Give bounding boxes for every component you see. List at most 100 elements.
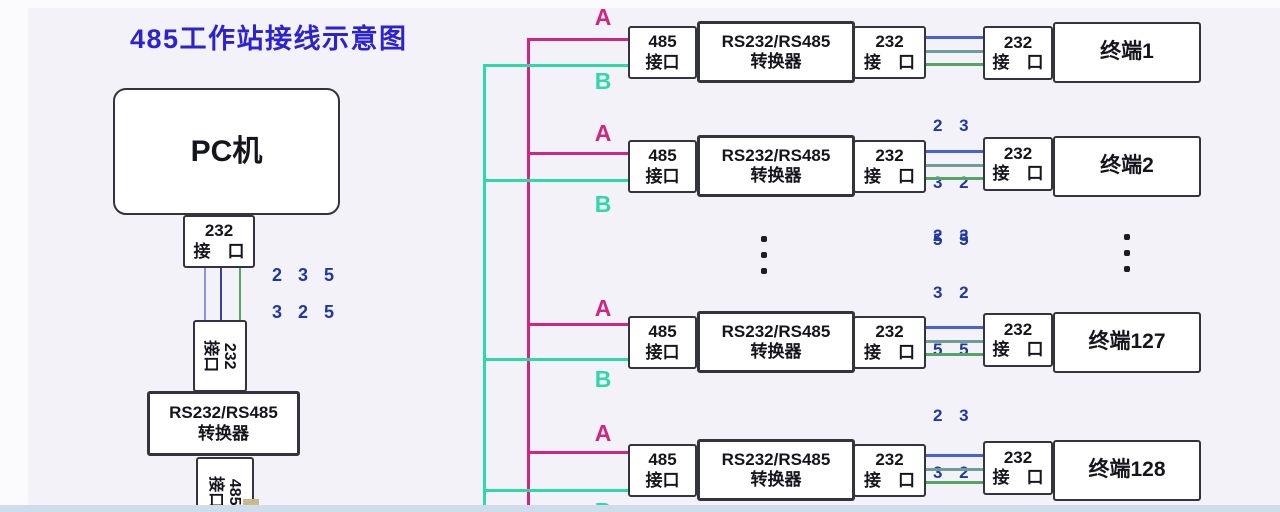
- line-a-label: A: [594, 4, 612, 30]
- line-a-label: A: [594, 120, 612, 146]
- terminal-label: 终端2: [1100, 154, 1154, 178]
- ellipsis-dot: [761, 252, 767, 258]
- ellipsis-dot: [761, 268, 767, 274]
- wire-pin2-horizontal: [926, 454, 983, 457]
- converter-232-port-line1: 232: [221, 342, 239, 370]
- interface-232-left-line2: 接 口: [864, 52, 915, 72]
- interface-485-box: 485 接口: [628, 444, 697, 497]
- interface-485-box: 485 接口: [628, 26, 697, 79]
- pc-side-converter-line2: 转换器: [198, 423, 249, 443]
- interface-232-left-box: 232 接 口: [853, 444, 926, 497]
- pin-map-line2: 3 2: [933, 463, 969, 482]
- terminal-box: 终端128: [1053, 440, 1201, 501]
- wire-pin3-horizontal: [926, 50, 983, 53]
- pc-box: PC机: [113, 88, 340, 215]
- wire-pin3-vertical: [220, 268, 222, 320]
- pc-232-port-line1: 232: [204, 221, 234, 241]
- bus-a-vertical-line: [527, 38, 530, 512]
- frame-edge-left: [0, 0, 28, 512]
- line-a-label: A: [594, 420, 612, 446]
- interface-232-left-line1: 232: [875, 322, 904, 342]
- pin-map-line2: 3 2: [933, 283, 969, 302]
- wire-pin5-horizontal: [926, 177, 983, 180]
- bus-b-branch-line: [483, 64, 628, 67]
- pin-map-line3: 5 5: [933, 230, 969, 249]
- interface-232-left-box: 232 接 口: [853, 140, 926, 193]
- bus-a-branch-line: [527, 323, 628, 326]
- wire-pin5-vertical: [239, 268, 241, 320]
- bus-a-branch-line: [527, 152, 628, 155]
- converter-line1: RS232/RS485: [721, 321, 831, 341]
- interface-485-line2: 接口: [645, 52, 680, 72]
- line-b-label: B: [594, 366, 612, 392]
- wire-pin5-horizontal: [926, 353, 983, 356]
- interface-232-left-line1: 232: [875, 450, 904, 470]
- pin-mapping-labels: 2 3 3 2 5 5: [933, 368, 1033, 512]
- terminal-label: 终端127: [1088, 330, 1166, 354]
- interface-232-left-line1: 232: [875, 32, 904, 52]
- vertical-ellipsis-middle: [761, 236, 768, 276]
- terminal-box: 终端127: [1053, 312, 1201, 373]
- interface-485-box: 485 接口: [628, 316, 697, 369]
- wire-pin2-horizontal: [926, 150, 983, 153]
- wire-pin5-horizontal: [926, 481, 983, 484]
- pin-mapping-labels: 2 3 3 2 5 5: [933, 78, 1033, 287]
- wire-pin3-horizontal: [926, 164, 983, 167]
- interface-232-right-box: 232 接 口: [983, 441, 1053, 495]
- interface-485-line1: 485: [648, 146, 677, 166]
- ellipsis-dot: [1124, 234, 1130, 240]
- terminal-box: 终端2: [1053, 136, 1201, 197]
- converter-box: RS232/RS485 转换器: [697, 135, 855, 197]
- ellipsis-dot: [1124, 266, 1130, 272]
- converter-232-port-line2: 接口: [201, 339, 219, 373]
- pc-232-port-line2: 接 口: [193, 241, 245, 261]
- converter-232-port-box-rotated: 232 接口: [193, 320, 247, 392]
- converter-box: RS232/RS485 转换器: [697, 311, 855, 373]
- bus-a-branch-line: [527, 38, 628, 41]
- pc-label: PC机: [190, 134, 263, 168]
- interface-485-line2: 接口: [645, 470, 680, 490]
- converter-485-port-rotated-text: 485 接口: [206, 476, 244, 508]
- frame-edge-top: [0, 0, 1280, 8]
- interface-232-right-line2: 接 口: [992, 53, 1044, 72]
- interface-232-right-line1: 232: [1003, 319, 1033, 339]
- interface-232-right-box: 232 接 口: [983, 137, 1053, 191]
- converter-line1: RS232/RS485: [721, 31, 831, 51]
- wire-pin2-vertical: [204, 268, 206, 320]
- wire-pin2-horizontal: [926, 326, 983, 329]
- bus-b-branch-line: [483, 489, 628, 492]
- converter-485-port-box-rotated: 485 接口: [196, 457, 254, 512]
- interface-232-left-line2: 接 口: [864, 166, 915, 186]
- pc-232-port-box: 232 接 口: [183, 215, 255, 268]
- vertical-ellipsis-right: [1124, 234, 1131, 274]
- pin-map-line3: 5 5: [933, 340, 969, 359]
- pc-pin-map-bottom: 3 2 5: [272, 302, 335, 322]
- bus-b-branch-line: [483, 179, 628, 182]
- interface-232-right-box: 232 接 口: [983, 26, 1053, 80]
- wire-pin3-horizontal: [926, 468, 983, 471]
- converter-485-port-line2: 接口: [206, 475, 224, 509]
- interface-232-left-line1: 232: [875, 146, 904, 166]
- interface-485-line2: 接口: [645, 166, 680, 186]
- converter-line1: RS232/RS485: [721, 145, 831, 165]
- pc-pin-map-top: 2 3 5: [272, 265, 335, 285]
- interface-232-left-line2: 接 口: [864, 342, 915, 362]
- interface-232-right-line2: 接 口: [992, 340, 1044, 359]
- interface-232-left-box: 232 接 口: [853, 316, 926, 369]
- converter-line2: 转换器: [750, 470, 802, 489]
- interface-232-right-line2: 接 口: [992, 164, 1044, 183]
- ellipsis-dot: [761, 236, 767, 242]
- converter-line2: 转换器: [750, 166, 802, 185]
- converter-line2: 转换器: [750, 342, 802, 361]
- ellipsis-dot: [1124, 250, 1130, 256]
- line-a-label: A: [594, 295, 612, 321]
- line-b-label: B: [594, 191, 612, 217]
- pin-map-line1: 2 3: [933, 406, 969, 425]
- pin-map-line1: 2 3: [933, 226, 969, 245]
- wire-pin3-horizontal: [926, 340, 983, 343]
- bus-b-branch-line: [483, 358, 628, 361]
- pin-mapping-labels: 2 3 3 2 5 5: [933, 188, 1033, 397]
- terminal-label: 终端128: [1088, 458, 1166, 482]
- bus-a-branch-line: [527, 451, 628, 454]
